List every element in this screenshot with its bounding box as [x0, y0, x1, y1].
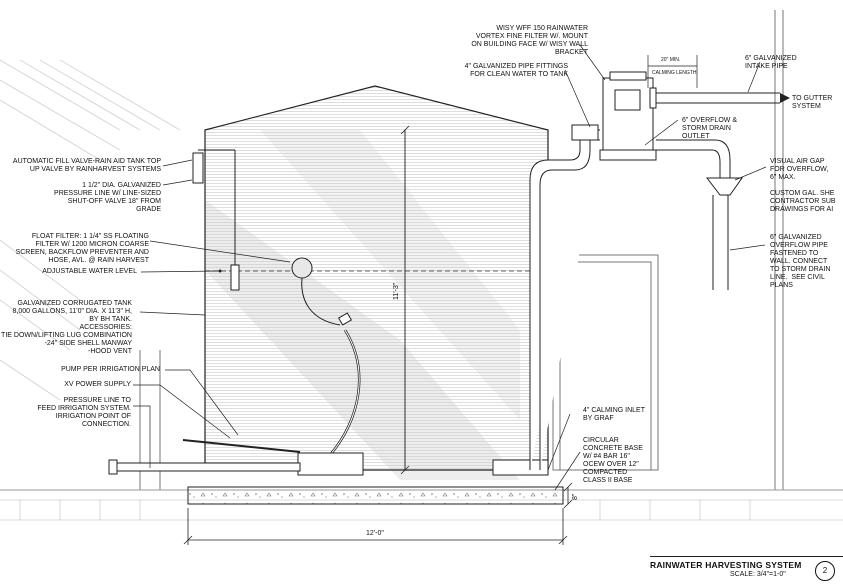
drawing-scale: SCALE: 3/4"=1-0" — [730, 571, 786, 578]
height-dimension — [400, 125, 410, 475]
sheet-number: 2 — [815, 561, 835, 581]
label-overflow-outlet: 6" OVERFLOW & STORM DRAIN OUTLET — [682, 117, 737, 140]
leader-lines — [133, 44, 767, 491]
calming-dimension — [647, 55, 698, 88]
dim-base-depth: 8" — [572, 493, 579, 500]
float-filter-head — [337, 312, 353, 326]
float-hose — [301, 277, 341, 326]
vortex-filter — [599, 71, 780, 161]
label-vortex-filter: WISY WFF 150 RAINWATER VORTEX FINE FILTE… — [471, 25, 588, 56]
dim-base-width: 12'-0" — [366, 530, 384, 537]
background-hatch — [0, 59, 181, 401]
label-tank: GALVANIZED CORRUGATED TANK 8,000 GALLONS… — [1, 300, 132, 355]
dim-calming-min: 20" MIN. — [661, 57, 681, 63]
label-pump: PUMP PER IRRIGATION PLAN — [61, 366, 160, 373]
gutter-arrow — [780, 93, 790, 103]
overflow-pipe — [656, 139, 743, 290]
dim-tank-height: 11'-3" — [393, 282, 400, 300]
drawing-title: RAINWATER HARVESTING SYSTEM — [650, 560, 802, 570]
label-float-filter: FLOAT FILTER: 1 1/4" SS FLOATING FILTER … — [15, 233, 149, 264]
label-intake-pipe: 6" GALVANIZED INTAKE PIPE — [745, 55, 797, 70]
label-power-supply: XV POWER SUPPLY — [64, 381, 131, 388]
label-custom-gal: CUSTOM GAL. SHE CONTRACTOR SUB DRAWINGS … — [770, 190, 836, 213]
label-water-level: ADJUSTABLE WATER LEVEL — [42, 268, 137, 275]
leader-dot — [218, 269, 222, 273]
concrete-base — [187, 486, 564, 505]
label-concrete-base: CIRCULAR CONCRETE BASE W/ #4 BAR 16" OCE… — [583, 437, 643, 484]
label-feed-line: PRESSURE LINE TO FEED IRRIGATION SYSTEM.… — [37, 397, 131, 428]
base-depth-dimension — [563, 482, 573, 509]
dim-calming-length: CALMING LENGTH — [652, 70, 697, 76]
base-dimension — [183, 508, 568, 545]
tank-body — [204, 85, 549, 471]
label-overflow-pipe: 6" GALVANIZED OVERFLOW PIPE FASTENED TO … — [770, 234, 831, 289]
label-to-gutter: TO GUTTER SYSTEM — [792, 95, 833, 110]
label-pipe-fittings: 4" GALVANIZED PIPE FITTINGS FOR CLEAN WA… — [464, 63, 568, 78]
label-pressure-line: 1 1/2" DIA. GALVANIZED PRESSURE LINE W/ … — [54, 182, 161, 213]
label-auto-fill-valve: AUTOMATIC FILL VALVE-RAIN AID TANK TOP U… — [12, 158, 161, 173]
pump — [108, 439, 549, 476]
label-air-gap: VISUAL AIR GAP FOR OVERFLOW, 6" MAX. — [770, 158, 829, 181]
suction-hose-inner — [329, 329, 360, 456]
inlet-pipe — [529, 124, 600, 470]
label-calming-inlet: 4" CALMING INLET BY GRAF — [583, 407, 645, 422]
float-ball — [291, 257, 313, 279]
fill-valve — [192, 149, 240, 291]
title-block-rule — [650, 556, 843, 557]
